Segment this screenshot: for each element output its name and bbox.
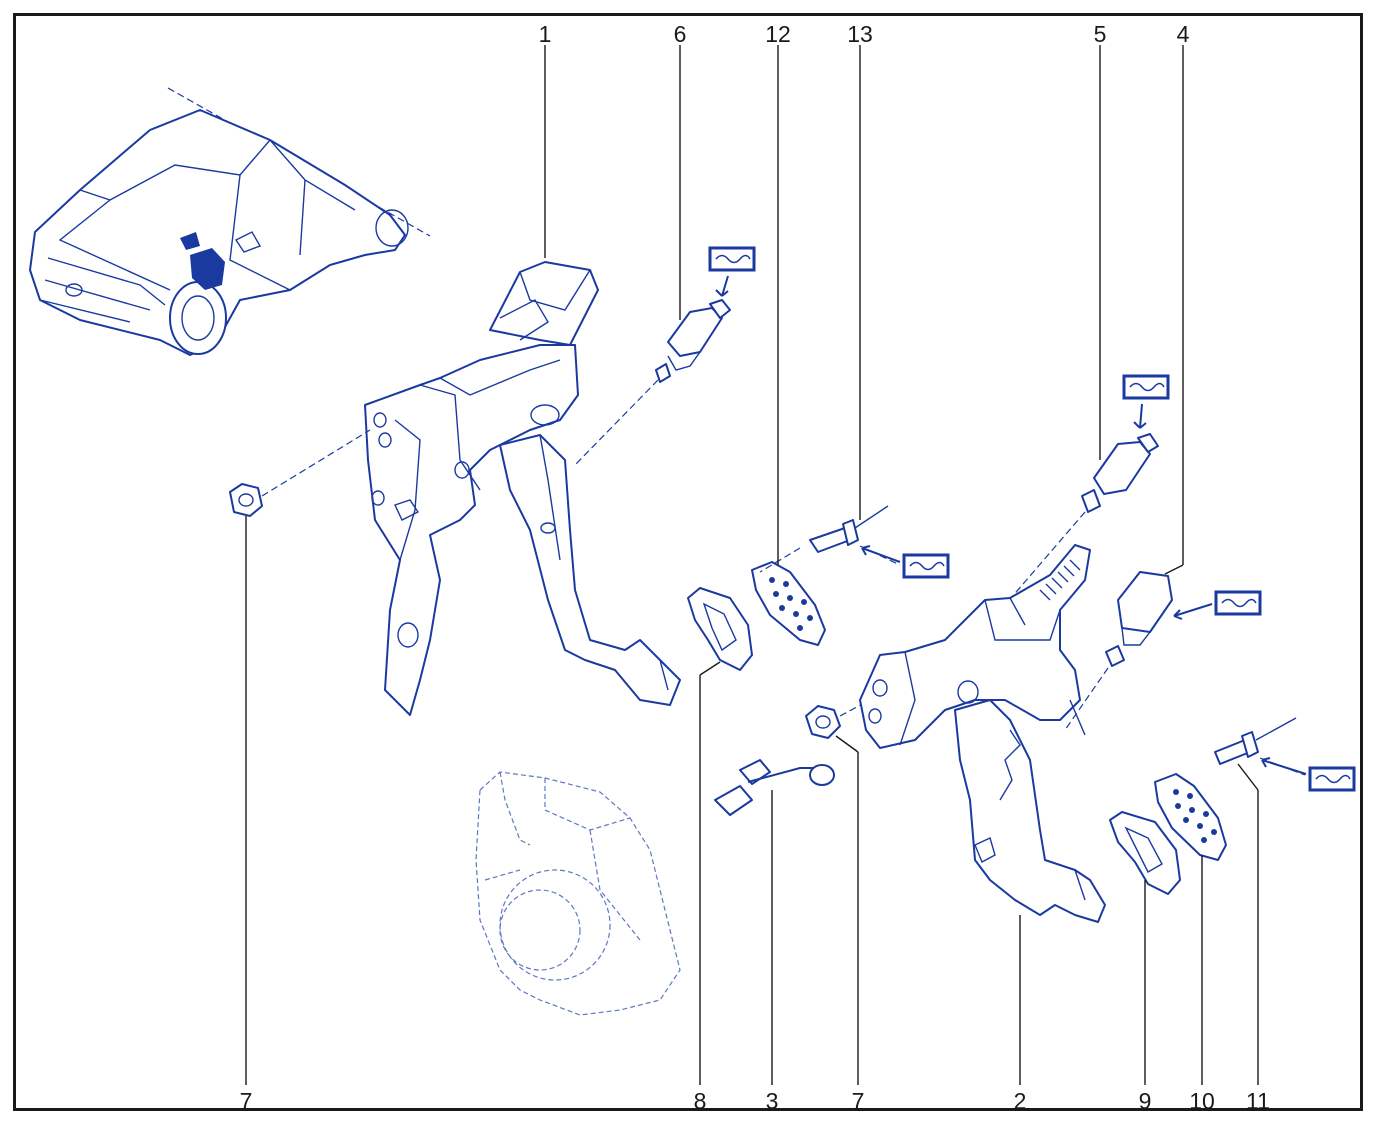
- label-part-8: 8: [694, 1088, 707, 1114]
- torque-symbol: [1261, 757, 1356, 792]
- torque-symbol: [708, 246, 756, 297]
- label-part-11: 11: [1246, 1088, 1270, 1114]
- label-part-3: 3: [766, 1088, 779, 1114]
- switch-5: [1004, 433, 1159, 606]
- label-part-6: 6: [674, 21, 687, 47]
- label-part-5: 5: [1094, 21, 1107, 47]
- label-part-9: 9: [1139, 1088, 1152, 1114]
- label-part-10: 10: [1189, 1088, 1215, 1114]
- torque-symbol: [1122, 374, 1170, 429]
- label-part-1: 1: [539, 21, 552, 47]
- label-part-7-left: 7: [240, 1088, 253, 1114]
- label-part-13: 13: [847, 21, 873, 47]
- torque-symbol: [1173, 590, 1262, 620]
- car-location-illustration: [29, 87, 431, 356]
- label-part-4: 4: [1177, 21, 1190, 47]
- switch-6: [574, 299, 731, 466]
- switch-4: [1064, 571, 1173, 731]
- pin-11: [1214, 717, 1306, 776]
- label-part-7-middle: 7: [852, 1088, 865, 1114]
- gearbox-ghost-outline: [475, 771, 681, 1016]
- pedal-assembly-1: [364, 261, 681, 716]
- pedal-pad-10: [1154, 773, 1227, 861]
- pedal-cover-8: [687, 587, 753, 671]
- spring-clip-3: [714, 759, 835, 816]
- pedal-assembly-2: [859, 544, 1106, 923]
- torque-symbols: [708, 246, 1356, 792]
- label-part-2: 2: [1014, 1088, 1027, 1114]
- pin-13: [759, 505, 901, 573]
- torque-symbol: [861, 545, 950, 579]
- label-part-12: 12: [765, 21, 791, 47]
- pedal-cover-9: [1109, 811, 1181, 895]
- pedal-pad-12: [751, 561, 826, 646]
- nut-7-left: [229, 429, 371, 517]
- leader-lines: [245, 45, 1259, 1085]
- part-labels: 1 6 12 13 5 4 7 8 3 7 2 9 10 11: [240, 21, 1270, 1114]
